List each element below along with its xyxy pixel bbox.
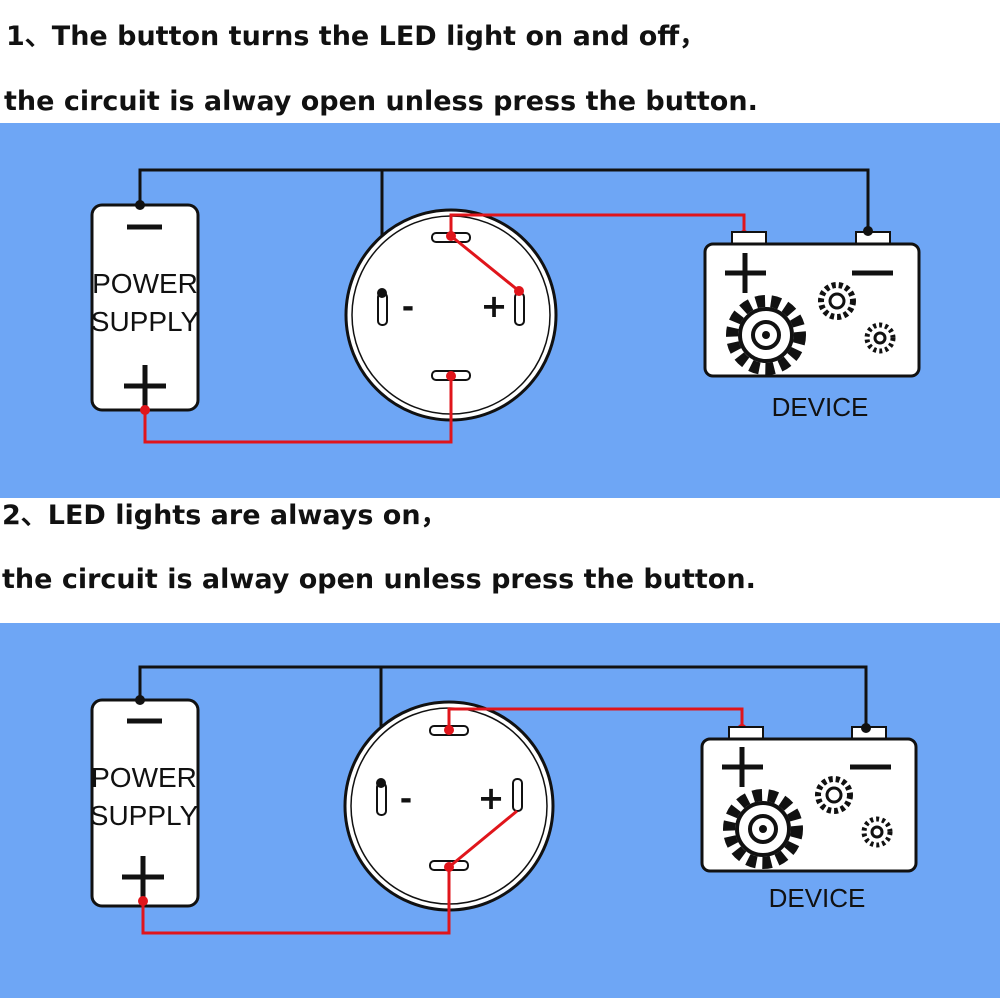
switch-plus-label: + [478, 779, 505, 817]
device-battery [700, 726, 918, 873]
device-label: DEVICE [769, 883, 866, 913]
power-supply: POWER SUPPLY [90, 200, 200, 415]
switch-plus-label: + [481, 287, 508, 325]
device-label: DEVICE [772, 392, 869, 422]
negative-terminal [135, 695, 145, 705]
switch-minus-label: - [400, 782, 412, 817]
section2-title: 2、LED lights are always on， [2, 500, 448, 531]
negative-terminal [135, 200, 145, 210]
gear-icon [723, 789, 803, 869]
red-wire [143, 213, 746, 444]
gear-icon [861, 816, 893, 848]
wiring-diagram-2: POWER SUPPLY - + [0, 623, 1000, 998]
gear-icon [818, 282, 856, 320]
wiring-diagram-1: POWER SUPPLY - + [0, 123, 1000, 498]
gear-icon [864, 322, 896, 354]
gear-icon [815, 776, 853, 814]
section2-subtitle: the circuit is alway open unless press t… [2, 564, 756, 595]
power-supply-label-line1: POWER [91, 762, 197, 793]
section1-subtitle: the circuit is alway open unless press t… [4, 86, 758, 117]
device-battery [703, 231, 921, 378]
section1-title: 1、The button turns the LED light on and … [6, 21, 707, 52]
power-supply-label-line2: SUPPLY [91, 306, 200, 337]
power-supply-label-line2: SUPPLY [90, 800, 199, 831]
red-wire [141, 707, 744, 935]
power-supply: POWER SUPPLY [90, 695, 200, 908]
gear-icon [726, 295, 806, 375]
power-supply-label-line1: POWER [92, 268, 198, 299]
switch-minus-label: - [402, 290, 414, 325]
